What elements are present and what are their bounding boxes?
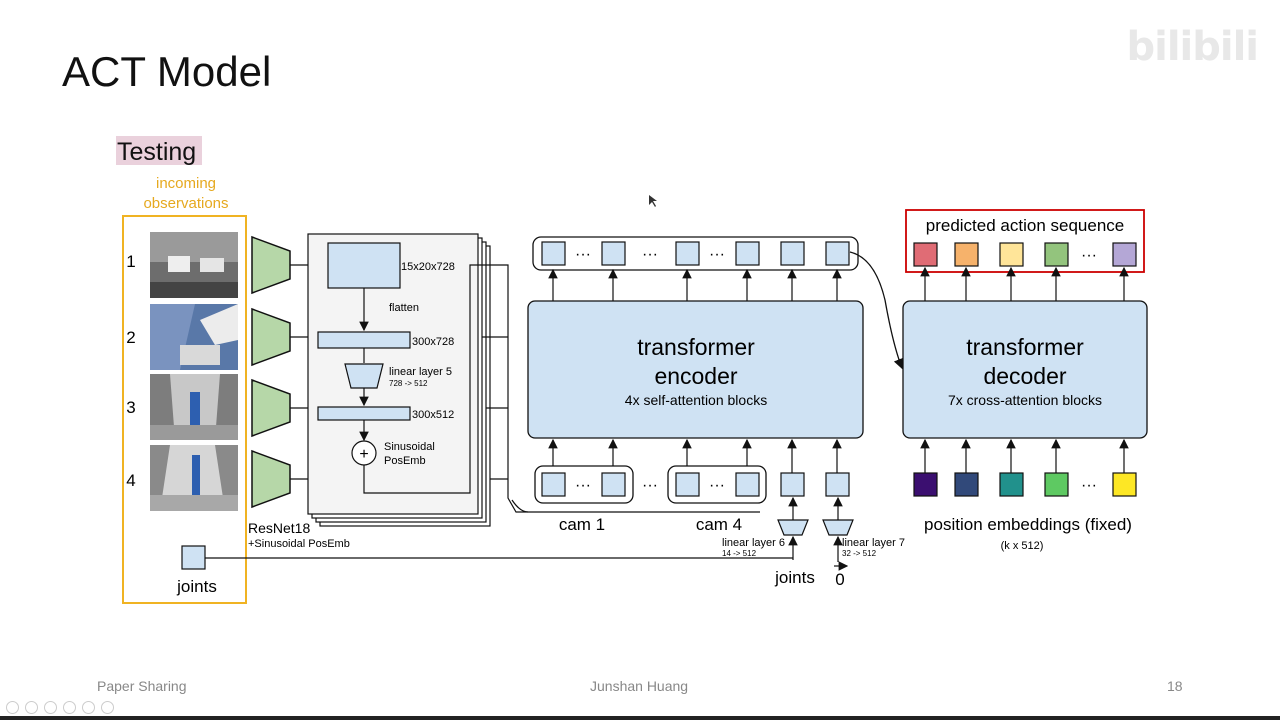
slides-grid-icon[interactable] — [63, 701, 76, 714]
cam4-label: cam 4 — [696, 515, 742, 534]
action-tokens — [913, 242, 1137, 267]
linear6-label: linear layer 6 — [722, 537, 785, 549]
decoder-title-2: decoder — [983, 363, 1066, 389]
predicted-label: predicted action sequence — [926, 216, 1124, 235]
zoom-icon[interactable] — [82, 701, 95, 714]
linear7-dims: 32 -> 512 — [842, 549, 877, 558]
camera-image-4 — [150, 445, 238, 511]
linear5-dims: 728 -> 512 — [389, 379, 428, 388]
position-embedding-tokens — [913, 472, 1137, 497]
joints-left-label: joints — [176, 577, 217, 596]
slideshow-controls[interactable] — [6, 701, 114, 714]
linear5-label: linear layer 5 — [389, 366, 452, 378]
encoder-to-decoder-arrow — [849, 251, 904, 370]
testing-label: Testing — [117, 138, 196, 166]
mouse-cursor-icon — [649, 195, 657, 207]
ellipsis-actions: ··· — [1081, 247, 1097, 264]
feat-15x20-label: 15x20x728 — [401, 261, 455, 273]
flat-300x728-block — [317, 331, 411, 349]
prev-slide-icon[interactable] — [6, 701, 19, 714]
footer-left: Paper Sharing — [97, 678, 187, 694]
resnet-block-2 — [251, 307, 291, 367]
ellipsis-enc-out-2: ··· — [642, 246, 658, 263]
linear-layer-6-block — [777, 519, 809, 536]
ellipsis-between-cams: ··· — [642, 477, 658, 494]
ellipsis-cam4: ··· — [709, 477, 725, 494]
more-icon[interactable] — [101, 701, 114, 714]
page-number: 18 — [1167, 678, 1183, 694]
sinusoidal-label-1: Sinusoidal — [384, 441, 435, 453]
feat-300x728-label: 300x728 — [412, 336, 454, 348]
camera-image-2 — [150, 304, 238, 370]
predicted-action-frame — [905, 209, 1145, 273]
slide-title: ACT Model — [62, 48, 272, 95]
pos-emb-dims: (k x 512) — [1001, 540, 1044, 552]
pos-emb-label: position embeddings (fixed) — [924, 515, 1132, 534]
feature-map-block — [327, 242, 401, 289]
linear-layer-7-block — [822, 519, 854, 536]
footer-center: Junshan Huang — [590, 678, 689, 694]
encoder-title-1: transformer — [637, 334, 755, 360]
encoder-output-arrows — [548, 268, 842, 301]
incoming-label: incoming — [156, 175, 216, 192]
resnet-block-3 — [251, 378, 291, 438]
encoder-title-2: encoder — [654, 363, 737, 389]
joints-token — [181, 545, 206, 570]
ellipsis-enc-out-1: ··· — [575, 246, 591, 263]
zero-vector-label: 0 — [835, 570, 844, 589]
transformer-decoder-block — [902, 300, 1148, 439]
flat-300x512-block — [317, 406, 411, 421]
obs-number-3: 3 — [126, 398, 135, 417]
encoder-input-tokens — [541, 472, 850, 497]
feat-300x512-label: 300x512 — [412, 409, 454, 421]
obs-number-1: 1 — [126, 252, 135, 271]
resnet-block-4 — [251, 449, 291, 509]
bottom-bar — [0, 716, 1280, 720]
resnet-block-1 — [251, 235, 291, 295]
encoder-subtitle: 4x self-attention blocks — [625, 392, 767, 408]
sinusoidal-label-2: PosEmb — [384, 455, 426, 467]
feature-panel-stack — [307, 233, 491, 527]
decoder-title-1: transformer — [966, 334, 1084, 360]
transformer-encoder-block — [527, 300, 864, 439]
plus-sign: + — [359, 446, 368, 463]
testing-highlight — [116, 136, 202, 165]
linear-layer-5-block — [344, 363, 384, 389]
pen-icon[interactable] — [44, 701, 57, 714]
linear6-dims: 14 -> 512 — [722, 549, 757, 558]
decoder-output-arrows — [920, 266, 1129, 301]
decoder-subtitle: 7x cross-attention blocks — [948, 392, 1102, 408]
camera-image-3 — [150, 374, 238, 440]
resnet-sublabel: +Sinusoidal PosEmb — [248, 538, 350, 550]
camera-image-1 — [150, 232, 238, 298]
bilibili-watermark-logo: bilibili — [1126, 24, 1259, 70]
flatten-label: flatten — [389, 302, 419, 314]
obs-number-2: 2 — [126, 328, 135, 347]
joints-bottom-label: joints — [774, 568, 815, 587]
decoder-input-arrows — [920, 438, 1129, 473]
ellipsis-cam1: ··· — [575, 477, 591, 494]
observations-frame — [122, 215, 247, 604]
observations-label: observations — [143, 195, 228, 212]
encoder-input-arrows — [548, 438, 842, 473]
obs-number-4: 4 — [126, 471, 135, 490]
resnet-label: ResNet18 — [248, 520, 310, 536]
ellipsis-pos-emb: ··· — [1081, 477, 1097, 494]
encoder-output-tokens — [541, 241, 850, 266]
ellipsis-enc-out-3: ··· — [709, 246, 725, 263]
next-slide-icon[interactable] — [25, 701, 38, 714]
cam1-label: cam 1 — [559, 515, 605, 534]
linear7-label: linear layer 7 — [842, 537, 905, 549]
